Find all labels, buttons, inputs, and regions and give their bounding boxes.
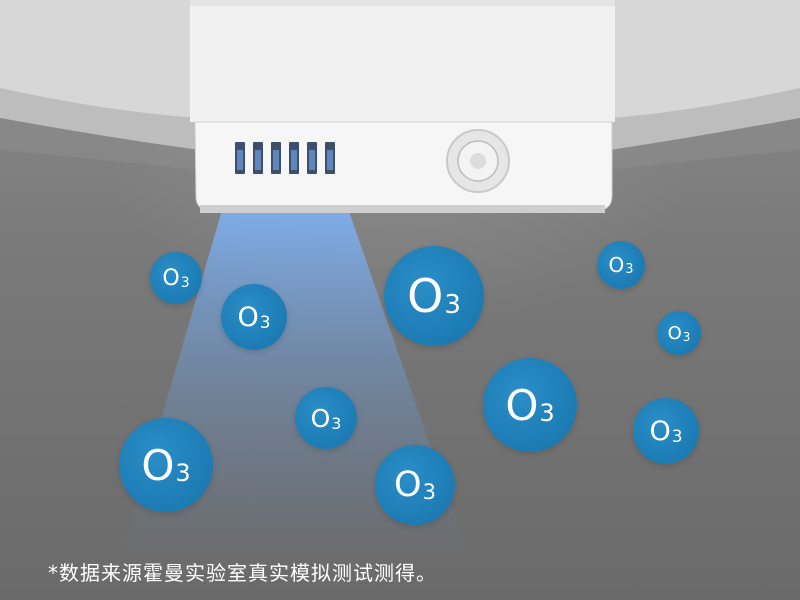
ozone-o: O	[608, 253, 625, 277]
ozone-o: O	[407, 269, 444, 323]
ozone-3: 3	[682, 329, 691, 344]
ozone-3: 3	[331, 413, 342, 433]
ozone-o: O	[237, 301, 259, 333]
ozone-3: 3	[444, 290, 461, 320]
ozone-3: 3	[180, 274, 190, 291]
ozone-o: O	[310, 403, 331, 433]
ozone-3: 3	[422, 480, 436, 504]
ozone-3: 3	[625, 261, 634, 277]
purifier-unit	[0, 0, 800, 213]
ozone-3: 3	[175, 459, 191, 487]
ozone-o: O	[394, 465, 422, 505]
ozone-o: O	[162, 265, 180, 291]
source-footnote: *数据来源霍曼实验室真实模拟测试测得。	[48, 561, 437, 585]
ozone-3: 3	[539, 399, 555, 427]
ozone-o: O	[649, 415, 671, 447]
ozone-3: 3	[671, 426, 683, 447]
ozone-o: O	[505, 380, 539, 430]
ozone-o: O	[667, 322, 682, 344]
ozone-3: 3	[259, 312, 271, 333]
ozone-o: O	[141, 440, 175, 490]
